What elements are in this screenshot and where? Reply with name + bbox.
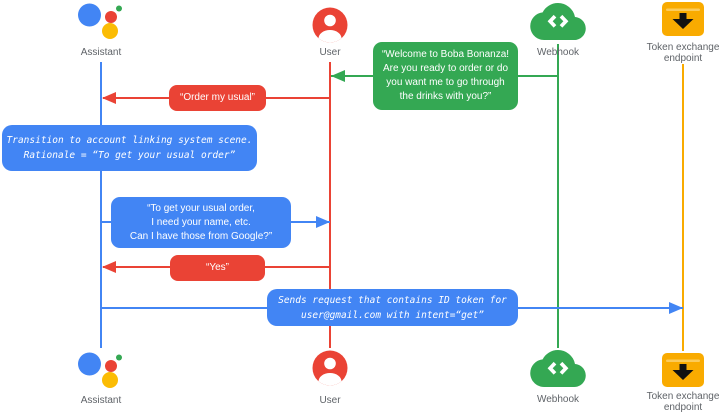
assistant-label-bottom: Assistant [80,395,122,406]
person-icon [312,7,348,43]
webhook-label-top: Webhook [536,47,580,58]
cloud-code-icon [530,3,586,40]
user-label-bottom: User [319,395,341,406]
welcome-arrowhead [331,70,345,82]
assistant-lifeline [100,62,102,348]
cloud-code-icon [530,350,586,387]
token-endpoint-label-bottom: Token exchange endpoint [646,391,720,413]
person-icon [312,350,348,386]
yes-arrowhead [102,261,116,273]
user-label-top: User [319,47,341,58]
order-usual-arrowhead [102,92,116,104]
get-order-message: “To get your usual order, I need your na… [111,197,291,248]
yes-message: “Yes” [170,255,265,281]
get-order-arrowhead [316,216,330,228]
webhook-label-bottom: Webhook [536,394,580,405]
archive-download-icon [662,2,704,36]
sends-request-arrowhead [669,302,683,314]
token-endpoint-label-top: Token exchange endpoint [646,42,720,64]
google-assistant-icon [78,3,122,39]
archive-download-icon [662,353,704,387]
webhook-lifeline [557,44,559,348]
sends-request-message: Sends request that contains ID token for… [267,289,518,326]
user-lifeline [329,62,331,348]
transition-note-message: Transition to account linking system sce… [2,125,257,171]
order-usual-message: “Order my usual” [169,85,266,111]
welcome-message: “Welcome to Boba Bonanza! Are you ready … [373,42,518,110]
token-endpoint-lifeline [682,64,684,351]
google-assistant-icon [78,352,122,388]
assistant-label-top: Assistant [80,47,122,58]
